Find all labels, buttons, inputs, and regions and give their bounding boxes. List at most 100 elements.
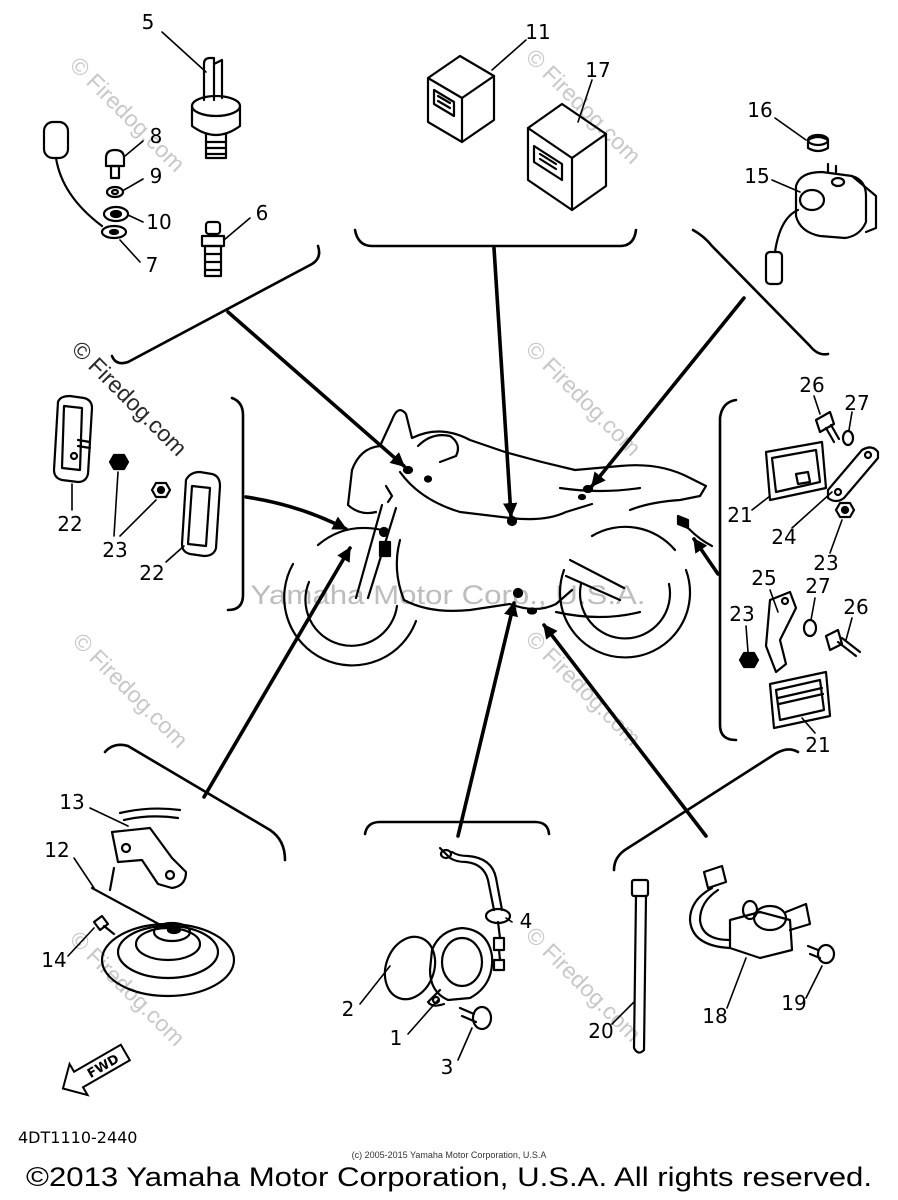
copyright-notice: ©2013 Yamaha Motor Corporation, U.S.A. A… — [26, 1162, 872, 1192]
bracket-bottom-right — [612, 748, 800, 872]
callout-6: 6 — [256, 201, 269, 225]
callout-22: 22 — [57, 512, 82, 536]
callout-17: 17 — [585, 58, 610, 82]
bracket-top-center — [353, 228, 638, 248]
callout-26: 26 — [799, 373, 824, 397]
callout-24: 24 — [771, 525, 796, 549]
part-3-bolt — [458, 1005, 493, 1031]
callout-27: 27 — [844, 391, 869, 415]
callout-21: 21 — [805, 733, 830, 757]
part-20-cable-tie — [630, 878, 650, 1054]
callout-leaders-bottom-left — [67, 807, 129, 957]
leader-top-left — [226, 310, 406, 468]
part-7-lead-wire — [42, 120, 128, 240]
firedog-watermark: © Firedog.com — [65, 52, 190, 177]
part-23-nut-left-b — [150, 481, 172, 499]
part-21-reflector-bottom — [768, 670, 832, 730]
bracket-left — [226, 396, 245, 612]
mount-point — [526, 607, 538, 615]
callout-23: 23 — [813, 551, 838, 575]
mount-point — [378, 526, 390, 538]
bracket-bottom-left — [103, 743, 287, 862]
part-15-sensor — [764, 162, 878, 286]
front-wheel-outer — [283, 562, 418, 667]
callout-leaders-top-right — [771, 117, 807, 193]
group-left: 22 23 22 — [52, 394, 222, 585]
mount-point — [378, 540, 392, 558]
callout-leaders-top-center — [491, 39, 593, 123]
callout-4: 4 — [520, 909, 533, 933]
callout-15: 15 — [744, 164, 769, 188]
part-22-reflector-right — [180, 470, 222, 558]
part-17-relay — [526, 102, 608, 212]
callout-13: 13 — [59, 790, 84, 814]
fine-print: (c) 2005-2015 Yamaha Motor Corporation, … — [352, 1150, 547, 1160]
group-bottom-center: 4 2 1 3 — [342, 846, 533, 1079]
part-10-washer — [102, 205, 130, 223]
mount-point — [506, 515, 518, 527]
firedog-watermark: © Firedog.com — [68, 628, 193, 753]
engine-lower — [402, 588, 574, 612]
part-27-washer-top — [841, 429, 855, 447]
bracket-top-right — [691, 228, 830, 356]
part-9-lock-washer — [105, 185, 125, 199]
leader-bottom-center — [456, 601, 518, 838]
callout-leaders-right — [745, 395, 853, 734]
callout-leaders-left — [71, 471, 185, 563]
rear-wheel-inner — [578, 582, 672, 640]
leader-bottom-left — [202, 546, 352, 799]
callout-22: 22 — [139, 561, 164, 585]
group-brackets — [103, 228, 830, 872]
part-2-gasket — [383, 935, 437, 1001]
part-19-bolt — [806, 943, 836, 965]
location-leaders — [202, 246, 746, 838]
seat-line — [558, 486, 642, 493]
callout-11: 11 — [525, 20, 550, 44]
callout-5: 5 — [142, 10, 155, 34]
part-25-bracket — [764, 590, 798, 674]
callout-leaders-top-left — [119, 31, 251, 263]
part-5-switch — [190, 56, 242, 160]
callout-16: 16 — [747, 98, 772, 122]
mount-point — [402, 465, 414, 475]
callout-8: 8 — [150, 124, 163, 148]
tank-detail — [416, 434, 460, 464]
callout-18: 18 — [702, 1004, 727, 1028]
rear-wheel-top — [590, 525, 677, 552]
callout-23: 23 — [729, 602, 754, 626]
mount-point — [582, 484, 594, 494]
callout-14: 14 — [41, 948, 66, 972]
diagram-code: 4DT1110-2440 — [18, 1128, 137, 1147]
body-upper-line — [350, 409, 708, 512]
leader-top-center — [492, 246, 518, 518]
leader-top-right — [590, 296, 746, 488]
part-8-screw — [104, 148, 126, 180]
mount-point — [577, 493, 587, 501]
part-23-nut-left-a — [108, 453, 130, 471]
mount-point — [423, 475, 433, 483]
part-21-reflector-top — [764, 440, 828, 502]
part-24-bracket — [826, 446, 880, 503]
firedog-watermark: © Firedog.com — [521, 922, 646, 1047]
part-23-nut-right-bottom — [738, 651, 760, 669]
part-23-nut-right-top — [834, 501, 856, 519]
rear-wheel-outer — [558, 568, 692, 659]
part-22-reflector-left — [52, 394, 94, 484]
watermark-layer: © Firedog.com © Firedog.com © Firedog.co… — [65, 44, 646, 1051]
callout-23: 23 — [102, 538, 127, 562]
group-bottom-left: 13 12 14 — [41, 790, 236, 998]
group-top-center: 11 17 — [426, 20, 611, 212]
callout-12: 12 — [44, 838, 69, 862]
part-13-horn-bracket — [110, 807, 188, 890]
fwd-arrow-icon: FWD — [61, 1043, 132, 1097]
bracket-top-left — [110, 244, 321, 365]
motorcycle-outline — [283, 409, 714, 667]
bracket-right — [718, 398, 738, 742]
mount-point — [676, 514, 690, 530]
part-16-nut — [806, 133, 830, 153]
callout-leaders-bottom-center — [359, 917, 513, 1061]
callout-9: 9 — [150, 164, 163, 188]
callout-1: 1 — [390, 1026, 403, 1050]
